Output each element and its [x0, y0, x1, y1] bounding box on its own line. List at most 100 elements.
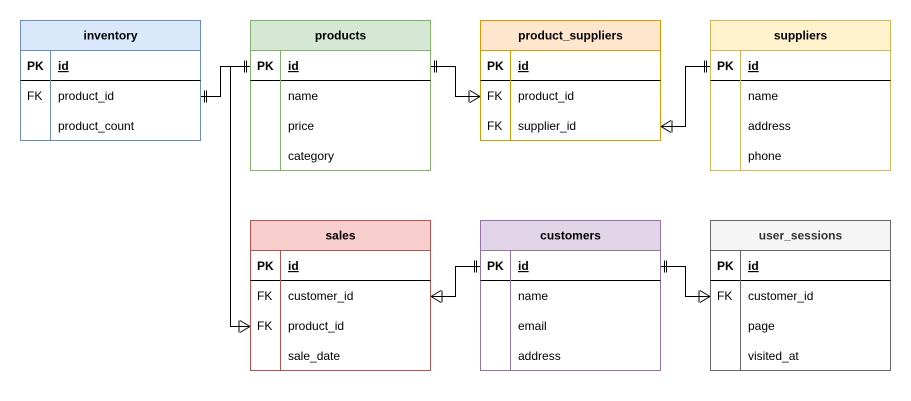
table-row[interactable]: phone — [748, 149, 782, 163]
table-title: suppliers — [774, 29, 828, 43]
crows-foot-many — [660, 120, 673, 133]
edge-path — [431, 66, 480, 97]
row-key: PK — [257, 59, 274, 73]
row-column-name: id — [288, 259, 299, 273]
row-key: PK — [717, 259, 734, 273]
row-key: PK — [487, 259, 504, 273]
table-title: user_sessions — [759, 229, 843, 243]
table-row[interactable]: PK id — [717, 59, 759, 73]
row-column-name: address — [748, 119, 791, 133]
row-column-name: id — [58, 59, 69, 73]
table-row[interactable]: address — [518, 349, 561, 363]
row-column-name: phone — [748, 149, 782, 163]
edge-path — [431, 266, 480, 297]
crows-foot-many — [430, 290, 443, 303]
table-row[interactable]: sale_date — [288, 349, 340, 363]
row-column-name: product_id — [288, 319, 344, 333]
row-column-name: id — [288, 59, 299, 73]
table-row[interactable]: PK id — [487, 259, 529, 273]
table-row[interactable]: PK id — [27, 59, 69, 73]
table-header — [710, 20, 891, 51]
row-column-name: id — [518, 59, 529, 73]
table-row[interactable]: category — [288, 149, 334, 163]
row-column-name: name — [288, 89, 318, 103]
row-key: PK — [717, 59, 734, 73]
row-key: PK — [257, 259, 274, 273]
row-column-name: product_count — [58, 119, 135, 133]
table-header — [250, 220, 431, 251]
row-key: FK — [257, 319, 272, 333]
relationship-suppliers-product-suppliers — [660, 60, 710, 133]
relationship-products-product-suppliers — [431, 60, 481, 103]
row-column-name: address — [518, 349, 561, 363]
row-column-name: price — [288, 119, 314, 133]
relationship-inventory-products — [201, 60, 250, 103]
row-column-name: category — [288, 149, 334, 163]
row-key: FK — [257, 289, 272, 303]
table-row[interactable]: name — [748, 89, 778, 103]
row-key: FK — [27, 89, 42, 103]
table-title: sales — [325, 229, 355, 243]
row-column-name: product_id — [58, 89, 114, 103]
edge-path — [661, 266, 710, 297]
table-row[interactable]: PK id — [717, 259, 759, 273]
row-column-name: customer_id — [288, 289, 353, 303]
table-row[interactable]: FK product_id — [27, 89, 114, 103]
row-column-name: id — [748, 59, 759, 73]
row-column-name: id — [748, 259, 759, 273]
table-row[interactable]: price — [288, 119, 314, 133]
relationship-sales-products — [230, 66, 251, 333]
table-header — [480, 20, 661, 51]
row-key: FK — [487, 89, 502, 103]
table-header — [250, 20, 431, 51]
table-row[interactable]: FK product_id — [487, 89, 574, 103]
table-row[interactable]: email — [518, 319, 547, 333]
row-key: PK — [487, 59, 504, 73]
table-row[interactable]: product_count — [58, 119, 135, 133]
crows-foot-many — [238, 320, 251, 333]
table-row[interactable]: page — [748, 319, 775, 333]
row-column-name: customer_id — [748, 289, 813, 303]
table-header — [710, 220, 891, 251]
crows-foot-many — [468, 90, 481, 103]
table-row[interactable]: address — [748, 119, 791, 133]
row-key: PK — [27, 59, 44, 73]
table-row[interactable]: FK product_id — [257, 319, 344, 333]
row-key: FK — [717, 289, 732, 303]
table-header — [480, 220, 661, 251]
row-column-name: email — [518, 319, 547, 333]
table-row[interactable]: PK id — [487, 59, 529, 73]
row-column-name: product_id — [518, 89, 574, 103]
row-column-name: id — [518, 259, 529, 273]
row-column-name: name — [748, 89, 778, 103]
table-row[interactable]: FK customer_id — [717, 289, 813, 303]
table-row[interactable]: visited_at — [748, 349, 799, 363]
relationship-customers-user-sessions — [661, 260, 711, 303]
table-title: inventory — [83, 29, 137, 43]
table-title: customers — [540, 229, 601, 243]
row-column-name: page — [748, 319, 775, 333]
table-header — [20, 20, 201, 51]
edge-path — [230, 66, 250, 327]
table-row[interactable]: FK customer_id — [257, 289, 353, 303]
table-row[interactable]: name — [288, 89, 318, 103]
row-key: FK — [487, 119, 502, 133]
table-title: products — [315, 29, 367, 43]
edge-path — [201, 66, 250, 97]
table-row[interactable]: name — [518, 289, 548, 303]
table-row[interactable]: PK id — [257, 259, 299, 273]
row-column-name: visited_at — [748, 349, 799, 363]
table-row[interactable]: PK id — [257, 59, 299, 73]
relationships-layer — [201, 60, 711, 333]
relationship-customers-sales — [430, 260, 480, 303]
